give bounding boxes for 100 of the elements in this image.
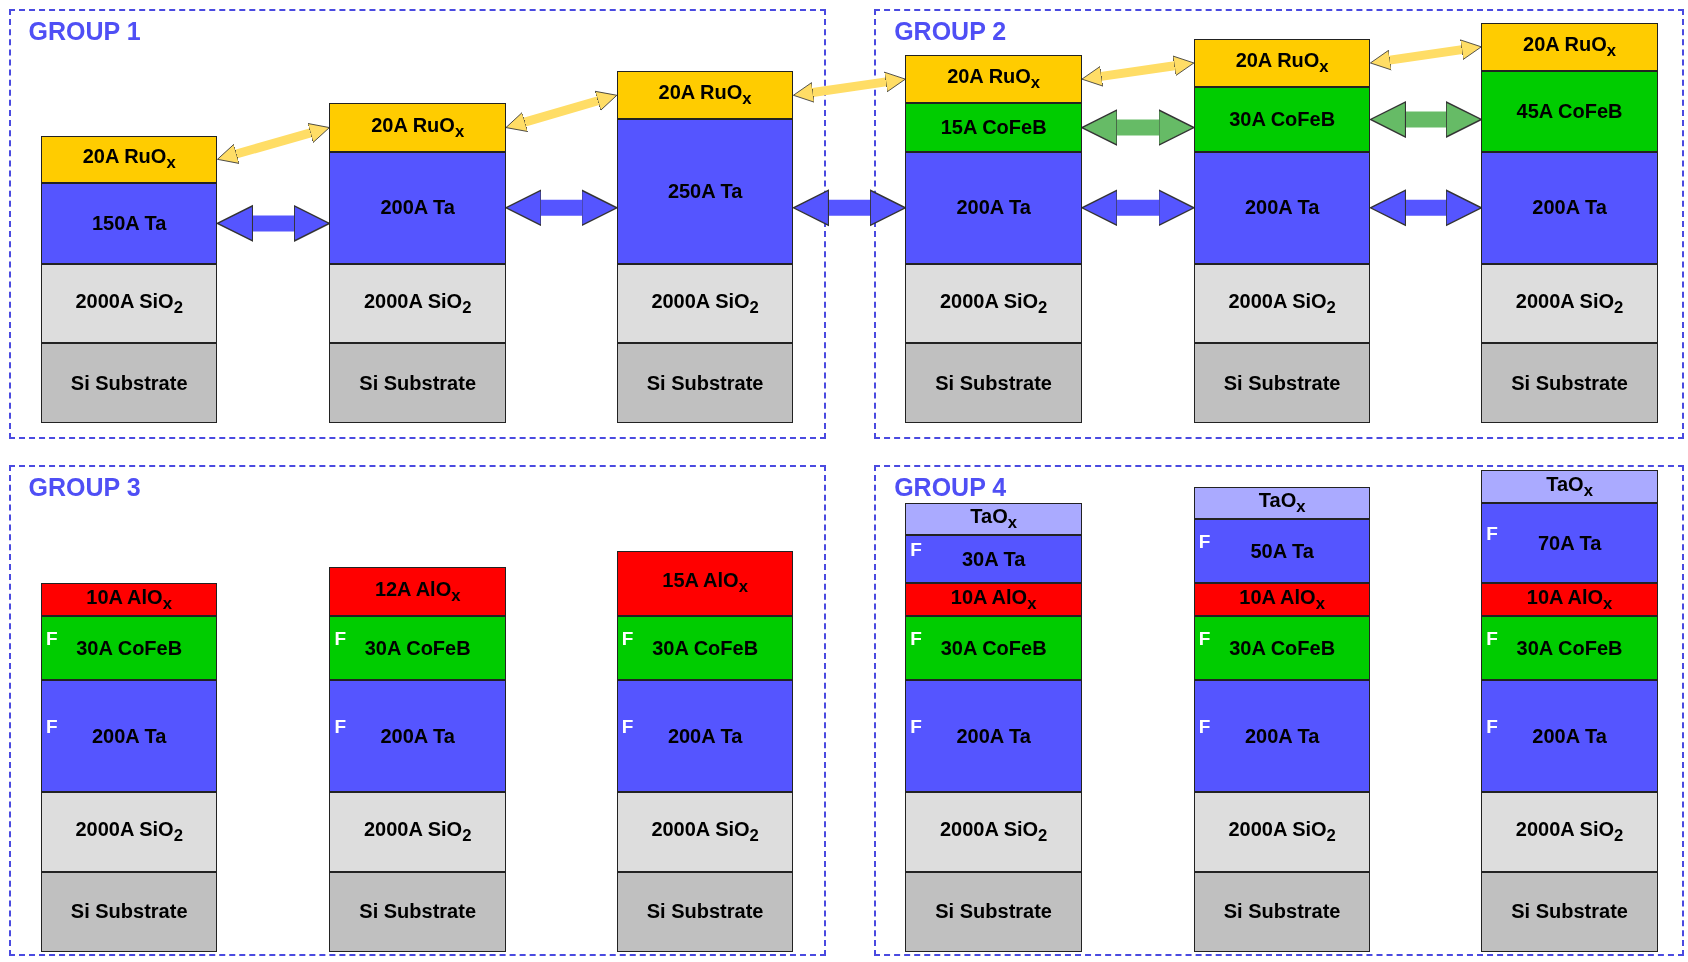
film-layer — [40, 183, 218, 264]
film-layer — [329, 103, 506, 152]
layer-label: 2000A SiO$_{2}$ — [651, 289, 759, 318]
layer-label: 200A Ta — [956, 724, 1031, 748]
film-layer — [1481, 680, 1658, 793]
double-arrow — [216, 123, 331, 164]
layer-label: 2000A SiO$_{2}$ — [939, 289, 1048, 318]
film-layer — [905, 502, 1082, 535]
film-layer — [616, 680, 794, 793]
film-layer — [905, 343, 1082, 424]
layer-label: 15A AlO$_{x}$ — [662, 569, 748, 598]
film-layer — [905, 680, 1082, 793]
layer-label: 200A Ta — [380, 196, 455, 220]
film-layer — [905, 151, 1082, 264]
film-layer — [1193, 38, 1371, 88]
layer-label: 70A Ta — [1537, 531, 1602, 555]
layer-label: Si Substrate — [935, 900, 1052, 924]
film-layer — [616, 792, 794, 872]
layer-label: 2000A SiO$_{2}$ — [363, 818, 472, 847]
double-arrow — [792, 189, 907, 227]
layer-label: Si Substrate — [70, 371, 188, 395]
layer-label: 45A CoFeB — [1516, 99, 1623, 123]
layer-label: 30A CoFeB — [76, 636, 183, 660]
double-arrow — [1081, 189, 1195, 227]
layer-label: 30A CoFeB — [1516, 636, 1623, 660]
layer-label: 50A Ta — [1250, 539, 1314, 563]
layer-label: Si Substrate — [70, 900, 188, 924]
layer-label: 200A Ta — [956, 196, 1031, 220]
layer-label: 20A RuO$_{x}$ — [82, 145, 176, 174]
double-arrow — [792, 71, 906, 103]
group-title: GROUP 4 — [894, 473, 1007, 503]
film-layer — [1193, 486, 1371, 519]
layer-label: 200A Ta — [1532, 196, 1607, 220]
film-layer — [616, 119, 794, 264]
layer-label: 10A AlO$_{x}$ — [1526, 585, 1613, 614]
layer-label: 12A AlO$_{x}$ — [374, 577, 461, 606]
layer-label: 30A CoFeB — [1229, 636, 1336, 660]
layer-marker: F — [910, 539, 922, 562]
film-layer — [1481, 615, 1658, 681]
film-layer — [40, 615, 218, 681]
layer-label: 2000A SiO$_{2}$ — [1515, 289, 1624, 318]
layer-label: 2000A SiO$_{2}$ — [363, 289, 472, 318]
layer-marker: F — [1198, 628, 1211, 651]
film-layer — [40, 263, 218, 344]
film-layer — [1193, 871, 1371, 952]
layer-label: Si Substrate — [1511, 900, 1628, 924]
layer-label: TaO$_{x}$ — [1546, 472, 1593, 501]
film-layer — [1481, 502, 1658, 584]
layer-label: 10A AlO$_{x}$ — [950, 585, 1037, 614]
layer-marker: F — [1486, 716, 1498, 739]
layer-label: 30A Ta — [961, 547, 1026, 571]
layer-marker: F — [621, 628, 634, 651]
layer-label: 200A Ta — [1244, 724, 1320, 748]
layer-label: 20A RuO$_{x}$ — [1235, 48, 1329, 77]
layer-label: Si Substrate — [935, 371, 1052, 395]
layer-label: 250A Ta — [667, 180, 743, 204]
layer-label: 20A RuO$_{x}$ — [947, 65, 1041, 94]
layer-label: 200A Ta — [380, 724, 455, 748]
double-arrow — [1081, 109, 1195, 146]
film-layer — [1481, 470, 1658, 503]
film-layer — [1193, 615, 1371, 681]
layer-label: 2000A SiO$_{2}$ — [1228, 289, 1336, 318]
layer-label: 10A AlO$_{x}$ — [1239, 585, 1325, 614]
film-layer — [905, 792, 1082, 872]
group-frame — [874, 8, 1684, 440]
layer-label: Si Substrate — [1223, 900, 1341, 924]
film-layer — [329, 680, 506, 793]
layer-marker: F — [45, 716, 58, 739]
film-layer — [905, 54, 1082, 104]
group-title: GROUP 1 — [28, 16, 141, 46]
group-title: GROUP 2 — [894, 16, 1007, 46]
layer-label: 30A CoFeB — [652, 636, 759, 660]
layer-label: 10A AlO$_{x}$ — [86, 585, 172, 614]
film-layer — [616, 871, 794, 952]
layer-label: 2000A SiO$_{2}$ — [1228, 818, 1336, 847]
film-layer — [1193, 343, 1371, 424]
film-layer — [1481, 151, 1658, 264]
film-layer — [616, 615, 794, 681]
layer-label: Si Substrate — [359, 371, 477, 395]
layer-marker: F — [334, 716, 346, 739]
film-layer — [40, 135, 218, 183]
film-layer — [616, 551, 794, 616]
film-layer — [1193, 518, 1371, 584]
layer-label: 2000A SiO$_{2}$ — [75, 289, 183, 318]
layer-marker: F — [1486, 628, 1498, 651]
double-arrow — [1369, 39, 1482, 71]
layer-label: 20A RuO$_{x}$ — [658, 81, 752, 110]
layer-marker: F — [45, 628, 58, 651]
film-layer — [40, 583, 218, 616]
layer-label: Si Substrate — [359, 900, 477, 924]
film-layer — [616, 71, 794, 120]
film-layer — [329, 151, 506, 264]
film-layer — [1193, 151, 1371, 264]
layer-marker: F — [1486, 523, 1498, 546]
film-layer — [905, 103, 1082, 152]
film-layer — [1193, 583, 1371, 616]
layer-label: Si Substrate — [646, 900, 764, 924]
layer-label: 2000A SiO$_{2}$ — [939, 818, 1048, 847]
film-layer — [1193, 792, 1371, 872]
film-layer — [329, 343, 506, 424]
